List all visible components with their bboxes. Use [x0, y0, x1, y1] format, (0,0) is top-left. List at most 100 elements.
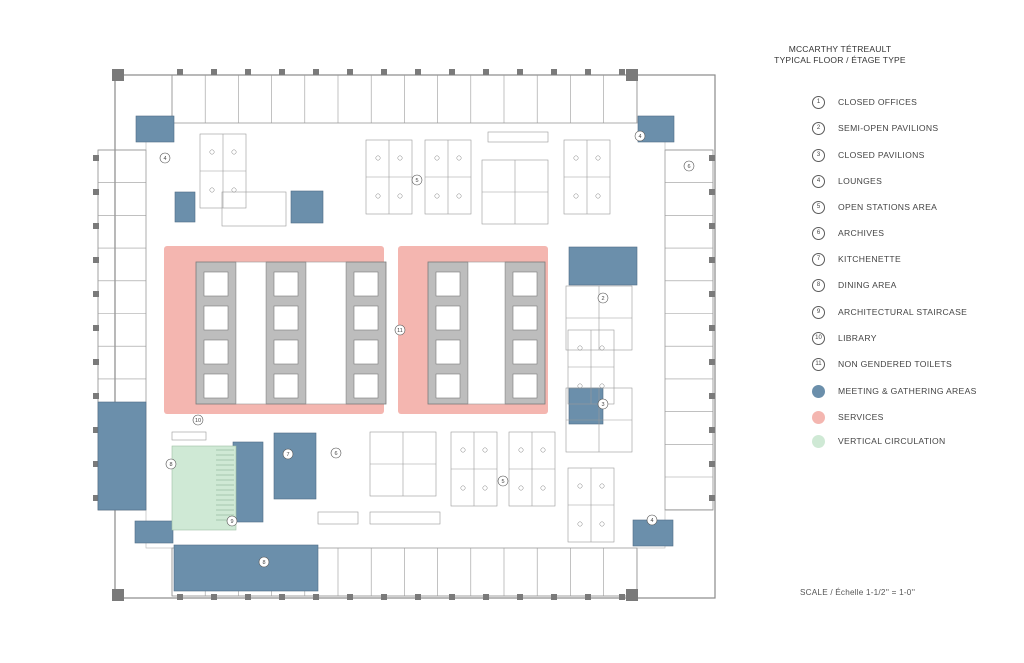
- open-floor-area: [145, 122, 666, 549]
- column: [619, 594, 625, 600]
- chair: [456, 155, 462, 161]
- elevator-car: [353, 305, 379, 331]
- elevator-car: [435, 305, 461, 331]
- column: [93, 257, 99, 263]
- bench: [317, 511, 359, 525]
- plan-marker-number: 9: [230, 519, 233, 525]
- plan-marker-circle: [497, 475, 509, 487]
- chair: [460, 485, 466, 491]
- legend-swatch: [812, 434, 825, 448]
- legend-label: SERVICES: [838, 412, 884, 422]
- plan-marker-circle: [411, 174, 423, 186]
- elevator-car: [203, 373, 229, 399]
- column: [517, 69, 523, 75]
- chair: [540, 447, 546, 453]
- column: [449, 69, 455, 75]
- elevator-car: [512, 271, 538, 297]
- column: [415, 594, 421, 600]
- legend-number: 1: [812, 95, 825, 109]
- legend-swatch: [812, 410, 825, 424]
- column: [93, 189, 99, 195]
- legend-number: 9: [812, 305, 825, 319]
- elevator-car: [512, 305, 538, 331]
- legend-number: 4: [812, 174, 825, 188]
- legend-item: 6 ARCHIVES: [812, 225, 884, 241]
- corner-column: [112, 589, 124, 601]
- core-corridor: [305, 261, 347, 405]
- legend-number: 5: [812, 200, 825, 214]
- legend-label: VERTICAL CIRCULATION: [838, 436, 946, 446]
- core-corridor: [467, 261, 506, 405]
- column: [93, 393, 99, 399]
- chair: [595, 193, 601, 199]
- column: [551, 69, 557, 75]
- plan-marker-number: 4: [650, 518, 653, 524]
- credenza: [487, 131, 549, 143]
- column: [93, 495, 99, 501]
- plan-marker-circle: [646, 514, 658, 526]
- chair: [518, 485, 524, 491]
- column: [585, 69, 591, 75]
- meeting-area: [97, 401, 147, 511]
- legend-number: 3: [812, 148, 825, 162]
- corner-column: [626, 69, 638, 81]
- column: [709, 291, 715, 297]
- legend-number: 11: [812, 357, 825, 371]
- chair: [577, 483, 583, 489]
- meeting-area: [232, 441, 264, 523]
- column: [585, 594, 591, 600]
- elevator-car: [203, 339, 229, 365]
- legend-number: 10: [812, 331, 825, 345]
- legend-swatch: [812, 384, 825, 398]
- legend-label: MEETING & GATHERING AREAS: [838, 386, 977, 396]
- column: [709, 359, 715, 365]
- column: [279, 594, 285, 600]
- legend-item: 8 DINING AREA: [812, 277, 897, 293]
- legend-label: CLOSED OFFICES: [838, 97, 918, 107]
- column: [347, 69, 353, 75]
- column: [313, 69, 319, 75]
- meeting-area: [273, 432, 317, 500]
- legend-label: DINING AREA: [838, 280, 897, 290]
- plan-marker-number: 4: [163, 156, 166, 162]
- column: [211, 69, 217, 75]
- plan-marker-circle: [159, 152, 171, 164]
- column: [709, 393, 715, 399]
- legend-label: OPEN STATIONS AREA: [838, 202, 938, 212]
- legend-label: CLOSED PAVILIONS: [838, 150, 925, 160]
- column: [709, 189, 715, 195]
- column: [483, 594, 489, 600]
- column: [93, 427, 99, 433]
- elevator-car: [273, 339, 299, 365]
- chair: [209, 149, 215, 155]
- plan-marker-number: 7: [286, 452, 289, 458]
- elevator-car: [512, 339, 538, 365]
- legend-item: 1 CLOSED OFFICES: [812, 94, 917, 110]
- elevator-car: [273, 271, 299, 297]
- legend-item: VERTICAL CIRCULATION: [812, 433, 946, 449]
- legend-number: 8: [812, 278, 825, 292]
- plan-marker-number: 2: [601, 296, 604, 302]
- legend-number: 6: [812, 226, 825, 240]
- meeting-area: [568, 387, 604, 425]
- legend-item: 5 OPEN STATIONS AREA: [812, 199, 937, 215]
- meeting-area: [173, 544, 319, 592]
- legend-item: MEETING & GATHERING AREAS: [812, 383, 977, 399]
- plan-marker-circle: [394, 324, 406, 336]
- plan-marker-number: 3: [601, 402, 604, 408]
- legend-label: KITCHENETTE: [838, 254, 901, 264]
- chair: [577, 521, 583, 527]
- legend-label: ARCHIVES: [838, 228, 885, 238]
- column: [709, 325, 715, 331]
- chair: [434, 155, 440, 161]
- meeting-area: [568, 246, 638, 286]
- legend-item: 3 CLOSED PAVILIONS: [812, 147, 925, 163]
- elevator-car: [435, 271, 461, 297]
- column: [177, 594, 183, 600]
- elevator-car: [435, 373, 461, 399]
- chair: [573, 193, 579, 199]
